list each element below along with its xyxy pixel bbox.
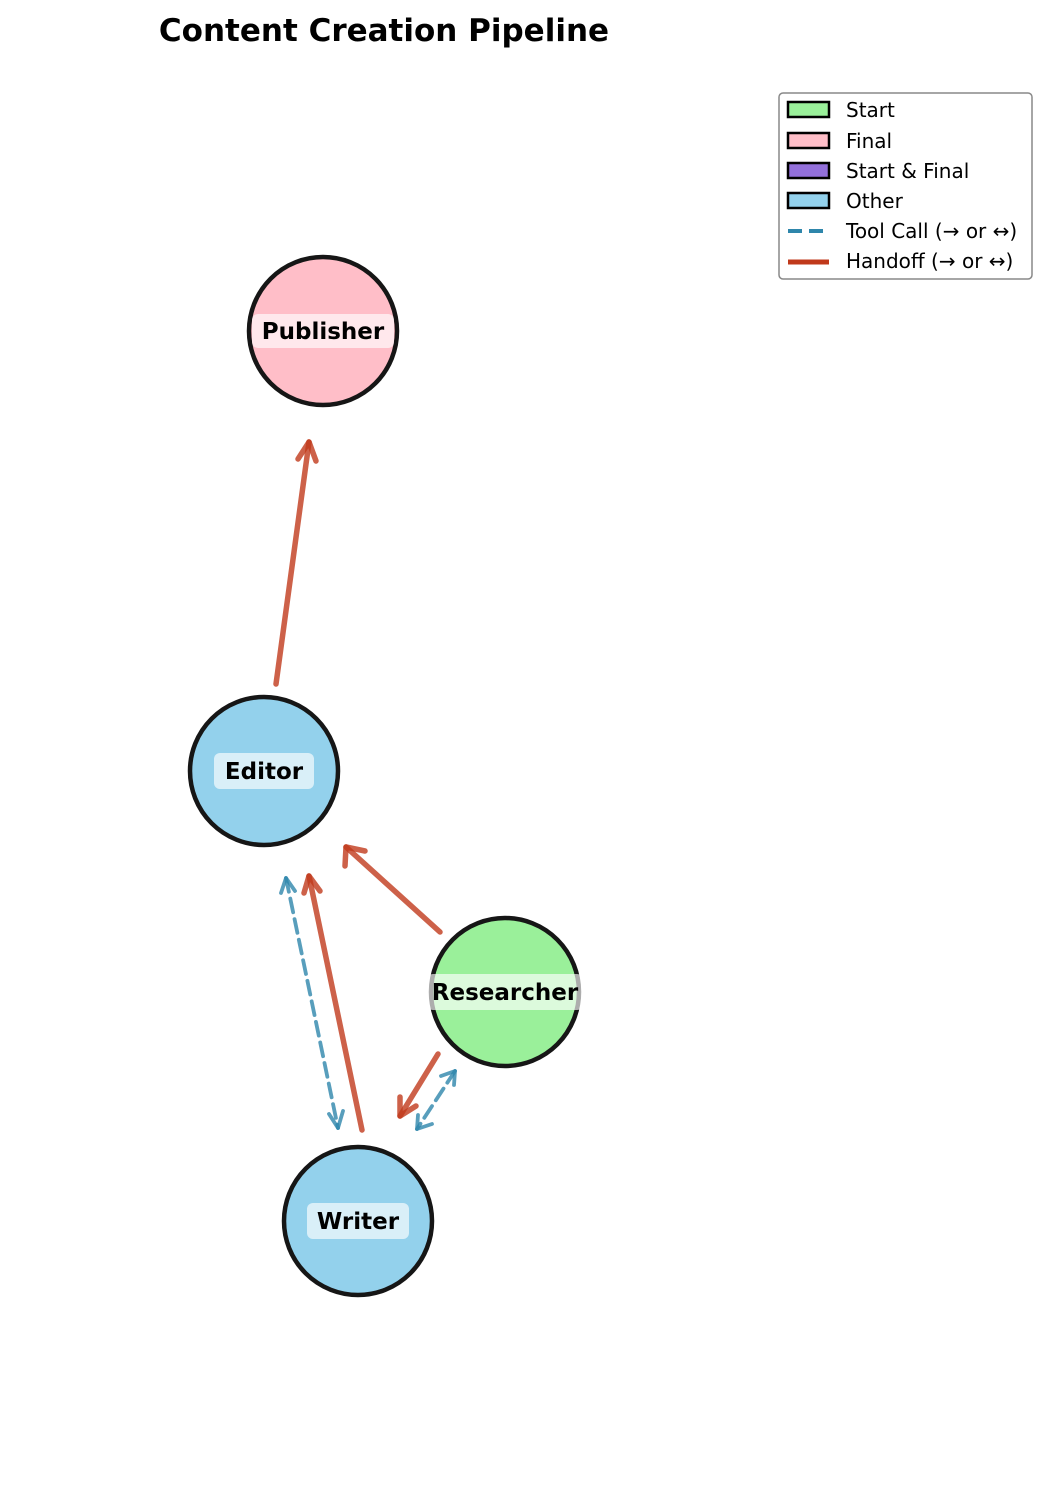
legend-frame xyxy=(778,92,1033,280)
legend-label-handoff: Handoff (→ or ↔) xyxy=(846,249,1013,273)
legend-item-start-final: Start & Final xyxy=(786,159,969,183)
legend-swatch-start-final xyxy=(786,161,831,180)
node-researcher-label: Researcher xyxy=(432,980,579,1006)
node-editor-label: Editor xyxy=(225,759,304,785)
legend-label-other: Other xyxy=(846,189,904,213)
node-writer-label-bg xyxy=(307,1203,409,1239)
node-writer-label: Writer xyxy=(317,1209,400,1235)
legend-swatch-start xyxy=(786,100,831,119)
node-publisher-label: Publisher xyxy=(262,319,385,345)
node-editor-label-bg xyxy=(214,753,314,789)
edge-editor-writer-toolcall xyxy=(279,876,345,1130)
edges-layer xyxy=(273,439,457,1133)
legend-label-start-final: Start & Final xyxy=(846,159,969,183)
legend-item-final: Final xyxy=(786,129,892,153)
legend-item-other: Other xyxy=(786,189,904,213)
legend-label-start: Start xyxy=(846,98,895,122)
legend-item-tool-call: Tool Call (→ or ↔) xyxy=(788,219,1017,243)
edge-researcher-writer-handoff xyxy=(397,1051,441,1119)
node-editor[interactable]: Editor xyxy=(187,694,341,848)
legend-swatch-final xyxy=(786,131,831,150)
edge-writer-editor-handoff xyxy=(301,873,365,1133)
node-publisher[interactable]: Publisher xyxy=(246,254,400,408)
diagram-title: Content Creation Pipeline xyxy=(159,13,609,49)
edge-editor-publisher-handoff xyxy=(273,439,319,687)
legend-item-handoff: Handoff (→ or ↔) xyxy=(788,249,1013,273)
legend: Start Final Start & Final Other Tool Cal… xyxy=(778,92,1033,280)
legend-item-start: Start xyxy=(786,98,895,122)
edge-researcher-writer-toolcall xyxy=(415,1069,457,1131)
nodes-layer: Publisher Editor Researcher Writer xyxy=(187,254,583,1298)
node-researcher-label-bg xyxy=(427,974,583,1010)
edge-researcher-editor-handoff xyxy=(342,844,443,935)
node-publisher-label-bg xyxy=(252,314,394,348)
node-writer[interactable]: Writer xyxy=(281,1144,435,1298)
node-researcher[interactable]: Researcher xyxy=(427,915,583,1069)
legend-label-final: Final xyxy=(846,129,892,153)
legend-label-tool-call: Tool Call (→ or ↔) xyxy=(845,219,1017,243)
legend-swatch-other xyxy=(786,191,831,210)
